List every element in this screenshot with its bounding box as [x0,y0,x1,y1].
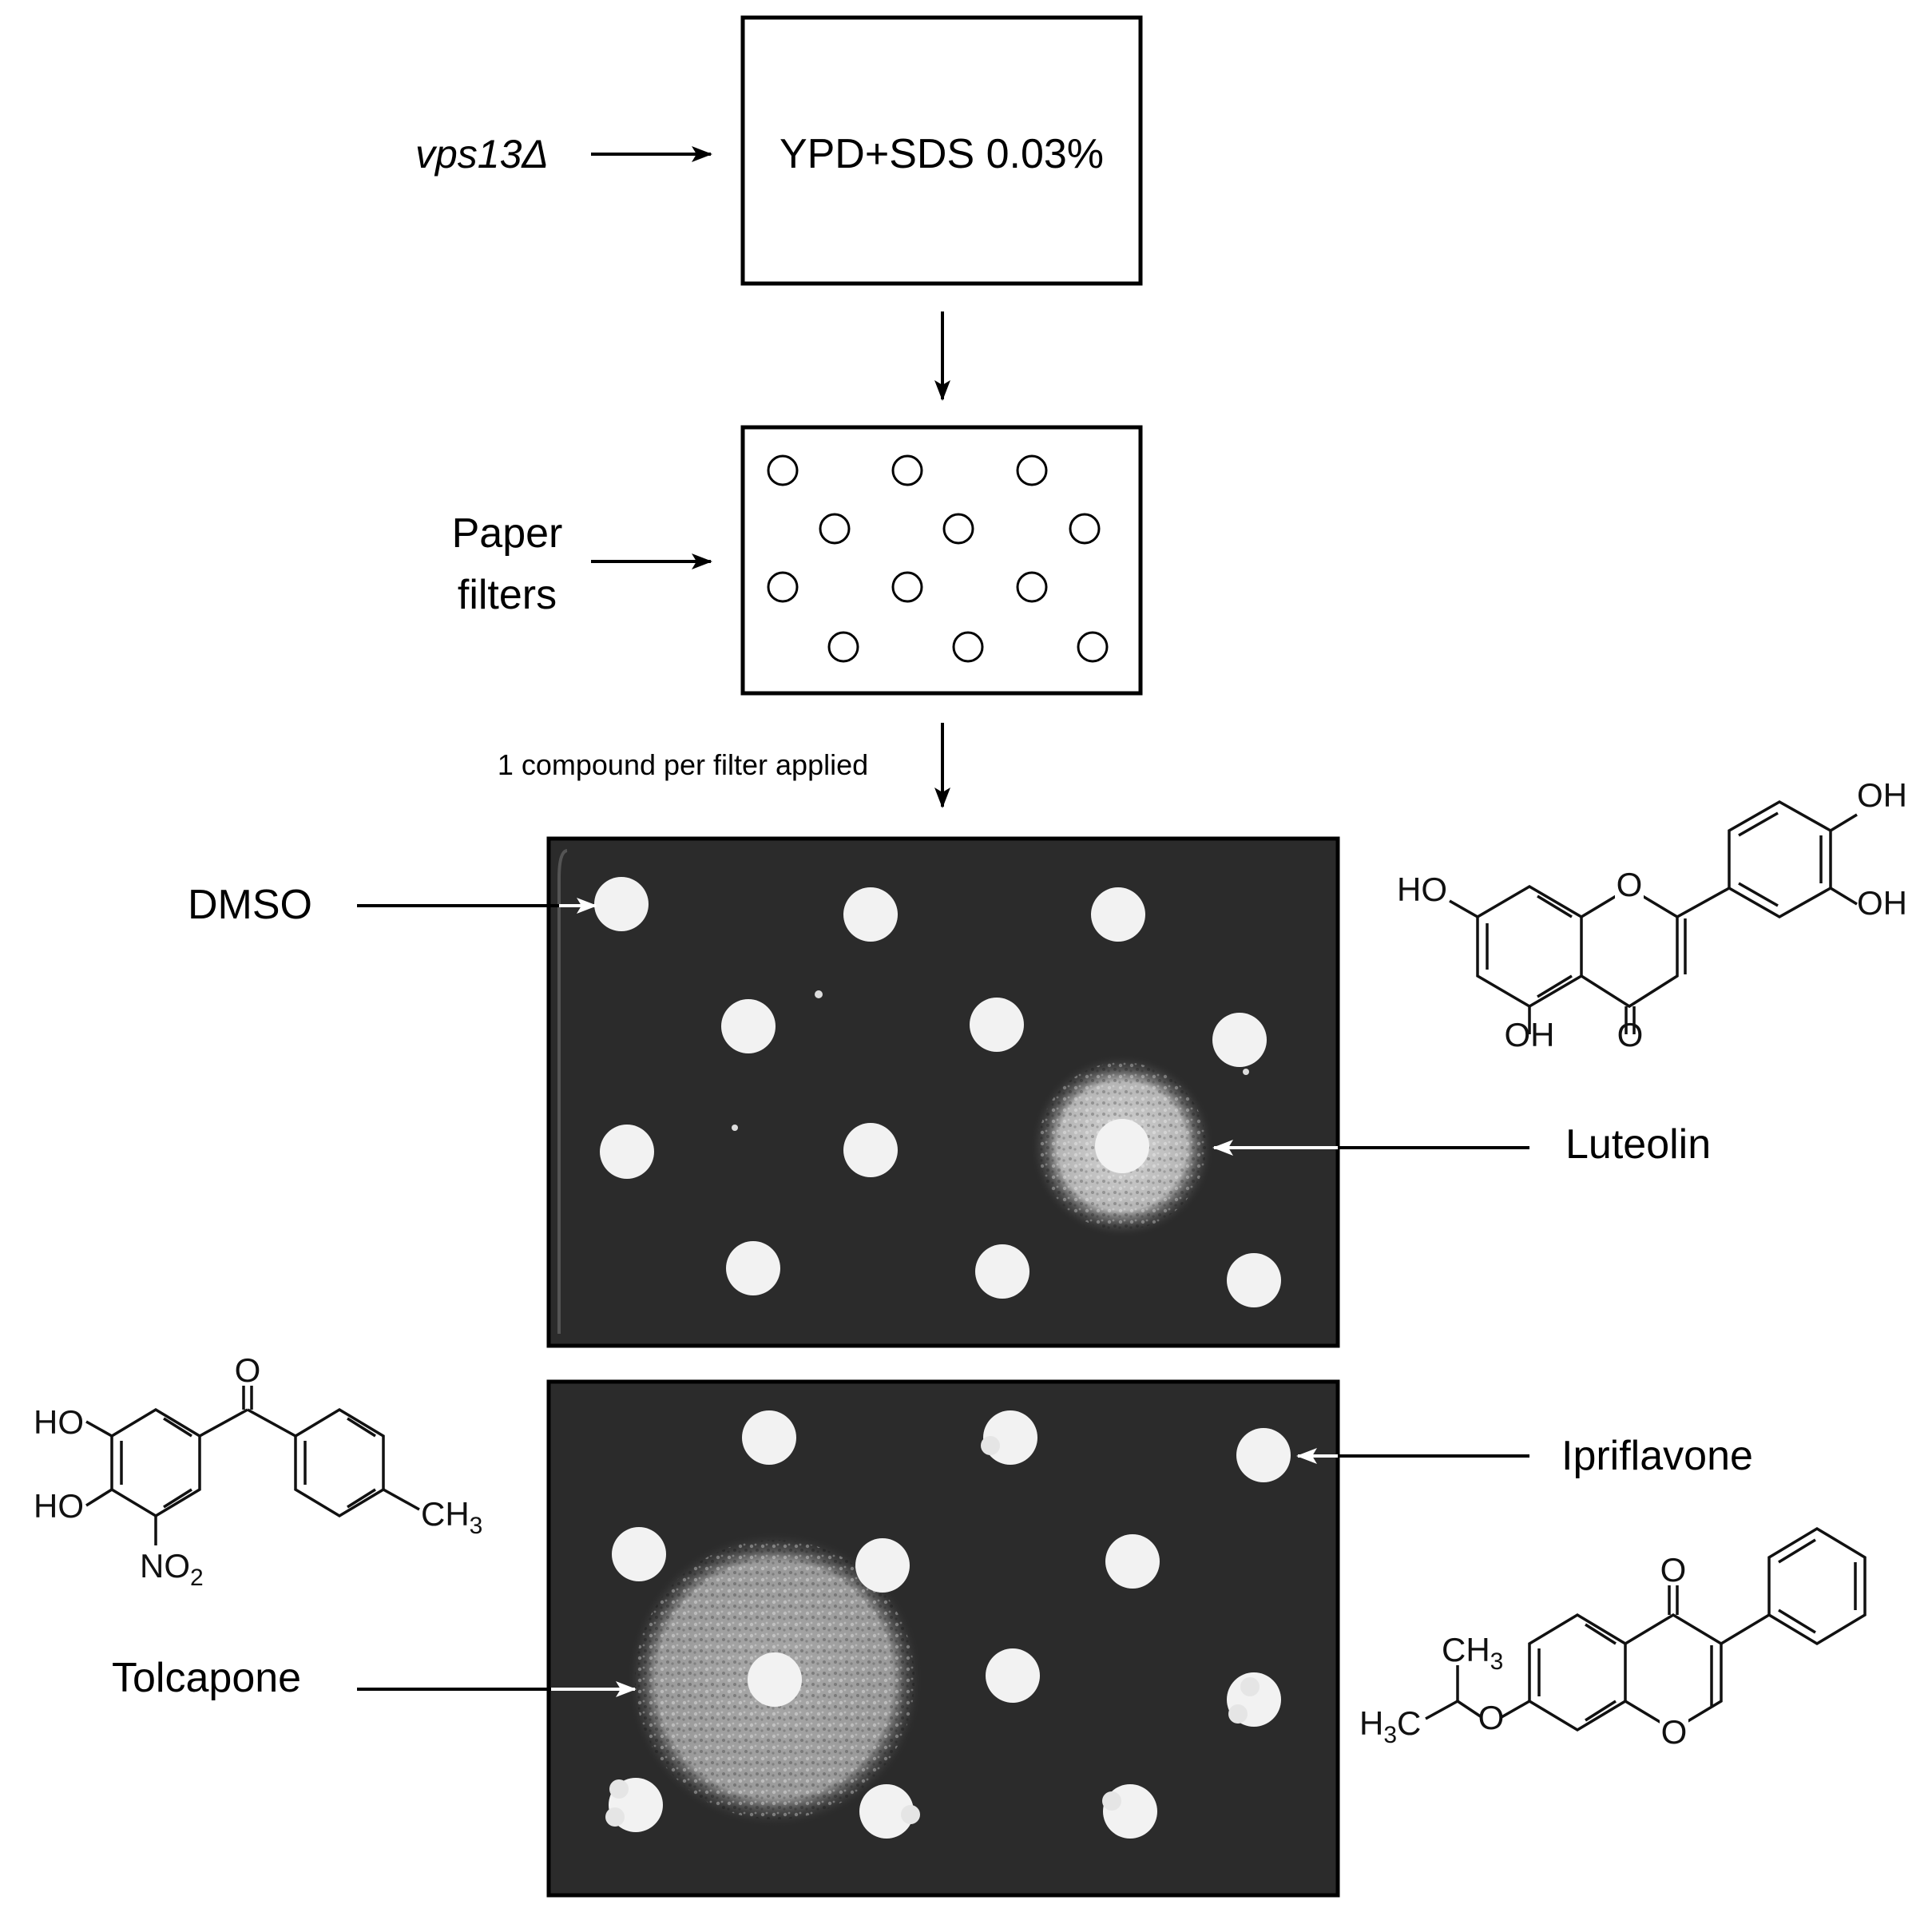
filters-box [740,425,1143,696]
plate-1-debris [815,990,823,998]
filter-circle [1016,571,1048,603]
luteolin-o-mask [1615,871,1644,902]
step-label: 1 compound per filter applied [498,748,868,781]
filter-circle [1077,631,1109,663]
luteolin-label: Luteolin [1565,1121,1711,1168]
tolcapone-label: Tolcapone [112,1655,301,1701]
tolcapone-structure [85,1386,420,1545]
filter-circle [767,454,799,486]
ipriflavone-ring-o: O [1661,1713,1688,1751]
strain-label: vps13Δ [415,132,549,177]
colony-bump [605,1807,625,1827]
filter-disc [970,998,1024,1052]
ipriflavone-ch3: CH3 [1442,1631,1503,1675]
tolcapone-no2: NO2 [140,1547,204,1591]
filter-disc [1105,1534,1160,1589]
filter-disc [975,1244,1029,1299]
filter-disc [843,1123,898,1177]
colony-bump [1228,1704,1248,1724]
plate-1-edge-glare [557,849,568,1334]
tolcapone-ch3: CH3 [421,1495,482,1539]
filter-disc [594,877,649,931]
ipriflavone-label: Ipriflavone [1561,1433,1753,1479]
filter-circle [1016,454,1048,486]
filter-circle [819,513,851,545]
colony-bump [1240,1677,1260,1696]
filters-label-line1: Paper [452,510,563,557]
filters-label-line2: filters [458,572,557,618]
filter-disc [843,887,898,942]
ipriflavone-o-mask [1660,1717,1688,1749]
filter-circle [891,571,923,603]
colony-bump [901,1805,920,1824]
medium-label: YPD+SDS 0.03% [780,131,1104,177]
plate-2-discs [605,1410,1291,1839]
filter-disc [721,999,776,1053]
filter-disc [1236,1428,1291,1482]
filter-disc [1095,1119,1149,1173]
tolcapone-keto-o: O [235,1351,261,1389]
colony-bump [609,1779,629,1799]
tolcapone-ho-1: HO [34,1403,84,1441]
filter-circle [891,454,923,486]
plate-1 [546,836,1340,1348]
filter-disc [1091,887,1145,942]
filter-circles [767,454,1109,663]
filter-circle [1069,513,1101,545]
plate-2 [546,1379,1340,1898]
filter-circle [827,631,859,663]
plate-1-discs [594,877,1281,1307]
colony-bump [1102,1791,1121,1811]
filter-disc [1212,1013,1267,1067]
filter-disc [855,1538,910,1593]
filter-circle [767,571,799,603]
tolcapone-ho-2: HO [34,1487,84,1525]
filter-disc [600,1125,654,1179]
plate-1-debris [1243,1069,1249,1075]
luteolin-oh-2: OH [1857,884,1907,922]
ipriflavone-ether-o: O [1478,1699,1505,1736]
medium-box [740,15,1143,286]
luteolin-ring-o: O [1617,866,1643,903]
dmso-label: DMSO [188,882,312,928]
luteolin-oh-1: OH [1857,776,1907,814]
ipriflavone-keto-o: O [1660,1551,1687,1589]
filter-disc [748,1652,802,1707]
luteolin-ho: HO [1397,871,1447,908]
luteolin-keto-o: O [1617,1016,1644,1053]
luteolin-oh-3: OH [1505,1016,1555,1053]
filter-circle [942,513,974,545]
plate-1-background [546,836,1340,1348]
plate-1-debris [732,1125,738,1131]
filter-disc [1227,1253,1281,1307]
filter-disc [726,1241,780,1295]
filter-circle [952,631,984,663]
colony-bump [981,1436,1000,1455]
filter-disc [742,1410,796,1465]
filter-disc [986,1648,1040,1703]
filter-disc [859,1784,914,1839]
ipriflavone-h3c: H3C [1359,1704,1421,1748]
filter-disc [612,1527,666,1581]
luteolin-structure [1449,799,1858,1034]
